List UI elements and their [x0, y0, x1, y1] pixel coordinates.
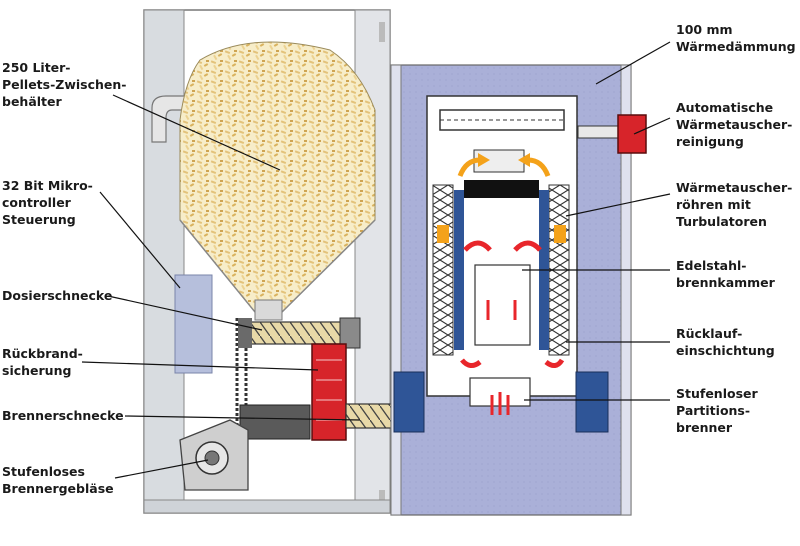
cleaning-motor — [577, 114, 647, 154]
label-return-stratification: Rücklauf-einschichtung — [676, 326, 775, 358]
svg-text:Edelstahl-brennkammer: Edelstahl-brennkammer — [676, 258, 776, 290]
svg-text:Brennerschnecke: Brennerschnecke — [2, 408, 124, 423]
label-burnback-protection: Rückbrand-sicherung — [2, 346, 83, 378]
label-combustion-chamber: Edelstahl-brennkammer — [676, 258, 776, 290]
svg-text:Rücklauf-einschichtung: Rücklauf-einschichtung — [676, 326, 775, 358]
label-pellet-container: 250 Liter-Pellets-Zwischen-behälter — [2, 60, 127, 109]
controller-box — [174, 274, 213, 374]
svg-text:Dosierschnecke: Dosierschnecke — [2, 288, 112, 303]
svg-text:Rückbrand-sicherung: Rückbrand-sicherung — [2, 346, 83, 378]
cleaning-mechanism — [439, 109, 565, 173]
leader-lines — [81, 41, 671, 479]
label-dosing-screw: Dosierschnecke — [2, 288, 112, 303]
water-jacket-blocks — [393, 371, 609, 433]
dosing-screw-assembly — [238, 317, 361, 349]
flame-arrows — [460, 240, 565, 415]
label-burner-screw: Brennerschnecke — [2, 408, 124, 423]
svg-text:250 Liter-Pellets-Zwischen-beh: 250 Liter-Pellets-Zwischen-behälter — [2, 60, 127, 109]
burner-fan — [179, 419, 249, 491]
burnback-protection-unit — [311, 343, 347, 441]
pellet-hopper — [179, 41, 376, 321]
flue-gas-arrows — [437, 153, 566, 243]
